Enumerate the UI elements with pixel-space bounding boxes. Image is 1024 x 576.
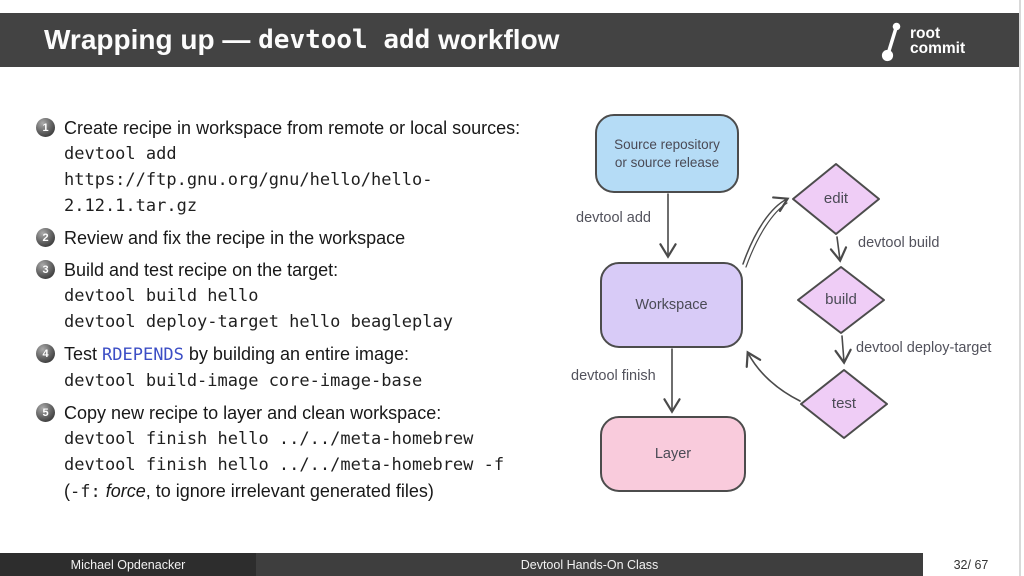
rootcommit-logo: root commit xyxy=(880,19,965,63)
step-text: Create recipe in workspace from remote o… xyxy=(64,118,521,138)
edge-label-devtool-deploy-target: devtool deploy-target xyxy=(856,340,992,356)
source-box-shape xyxy=(595,114,739,193)
step-code: devtool finish hello ../../meta-homebrew… xyxy=(64,455,505,475)
footer-course-title: Devtool Hands-On Class xyxy=(256,553,923,576)
step-body: Review and fix the recipe in the workspa… xyxy=(64,225,581,251)
step-code: devtool finish hello ../../meta-homebrew xyxy=(64,429,474,449)
step-number-badge: 5 xyxy=(36,403,55,422)
logo-line2: commit xyxy=(910,40,966,57)
note-part: ( xyxy=(64,481,70,501)
layer-box-shape xyxy=(600,416,746,492)
workflow-diagram: Source repository or source release Work… xyxy=(560,100,1024,520)
step-number-badge: 4 xyxy=(36,344,55,363)
list-item: 4 Test RDEPENDS by building an entire im… xyxy=(36,341,581,394)
commit-icon xyxy=(881,22,901,62)
step-body: Create recipe in workspace from remote o… xyxy=(64,115,581,219)
list-item: 2 Review and fix the recipe in the works… xyxy=(36,225,581,251)
workspace-node-label: Workspace xyxy=(635,297,708,313)
diagram-canvas xyxy=(595,114,888,492)
footer-author: Michael Opdenacker xyxy=(0,553,256,576)
test-node-label: test xyxy=(831,395,857,412)
source-line2: or source release xyxy=(614,154,720,170)
edge-label-devtool-add: devtool add xyxy=(576,210,651,226)
logo-text: root commit xyxy=(910,24,966,57)
arrow-edit-to-build xyxy=(829,236,848,263)
step-text: Review and fix the recipe in the workspa… xyxy=(64,228,406,248)
step-body: Copy new recipe to layer and clean works… xyxy=(64,400,581,505)
step-note: (-f: force, to ignore irrelevant generat… xyxy=(64,478,581,505)
arrow-workspace-to-edit-doubleline xyxy=(745,202,788,268)
workspace-box-shape xyxy=(600,262,743,348)
step-code: 2.12.1.tar.gz xyxy=(64,196,198,216)
edit-node-label: edit xyxy=(823,190,849,207)
title-rest: workflow xyxy=(430,24,560,55)
step-text-part: by building an entire image: xyxy=(183,344,410,364)
list-item: 1 Create recipe in workspace from remote… xyxy=(36,115,581,219)
page-title: Wrapping up — devtool add workflow xyxy=(44,13,559,67)
window-right-edge xyxy=(1019,0,1021,576)
note-part: , to ignore irrelevant generated files) xyxy=(145,481,434,501)
logo-line1: root xyxy=(910,24,941,42)
list-item: 3 Build and test recipe on the target: d… xyxy=(36,257,581,335)
edge-label-devtool-finish: devtool finish xyxy=(571,368,656,384)
rdepends-keyword: RDEPENDS xyxy=(102,345,184,365)
step-number-badge: 3 xyxy=(36,260,55,279)
step-body: Build and test recipe on the target: dev… xyxy=(64,257,581,335)
edit-diamond-shape xyxy=(792,163,880,235)
arrow-workspace-to-edit xyxy=(742,196,790,265)
step-code: devtool deploy-target hello beagleplay xyxy=(64,312,453,332)
edge-label-devtool-build: devtool build xyxy=(858,235,940,251)
test-diamond-shape xyxy=(800,369,888,439)
layer-node-label: Layer xyxy=(654,446,692,462)
build-node-label: build xyxy=(825,291,857,308)
title-plain: Wrapping up — xyxy=(44,24,259,55)
title-code: devtool add xyxy=(258,25,431,55)
source-line1: Source repository xyxy=(614,136,720,152)
source-node-label: Source repository or source release xyxy=(596,115,738,192)
list-item: 5 Copy new recipe to layer and clean wor… xyxy=(36,400,581,505)
step-code: devtool add xyxy=(64,144,177,164)
step-code: https://ftp.gnu.org/gnu/hello/hello- xyxy=(64,170,433,190)
note-force: force xyxy=(100,481,146,501)
step-text: Test RDEPENDS by building an entire imag… xyxy=(64,341,581,368)
step-number-badge: 1 xyxy=(36,118,55,137)
step-text: Copy new recipe to layer and clean works… xyxy=(64,403,442,423)
slide-title-bar: Wrapping up — devtool add workflow root … xyxy=(0,13,1019,67)
step-text-part: Test xyxy=(64,344,103,364)
workflow-steps-list: 1 Create recipe in workspace from remote… xyxy=(36,115,581,511)
step-code: devtool build-image core-image-base xyxy=(64,371,423,391)
footer-page-number: 32/ 67 xyxy=(923,553,1019,576)
step-text: Build and test recipe on the target: xyxy=(64,260,339,280)
step-code: devtool build hello xyxy=(64,286,259,306)
note-flag: -f: xyxy=(70,482,101,502)
step-number-badge: 2 xyxy=(36,228,55,247)
arrow-build-to-test xyxy=(834,335,852,365)
arrow-test-to-workspace xyxy=(745,350,801,402)
build-diamond-shape xyxy=(797,266,885,334)
step-body: Test RDEPENDS by building an entire imag… xyxy=(64,341,581,394)
